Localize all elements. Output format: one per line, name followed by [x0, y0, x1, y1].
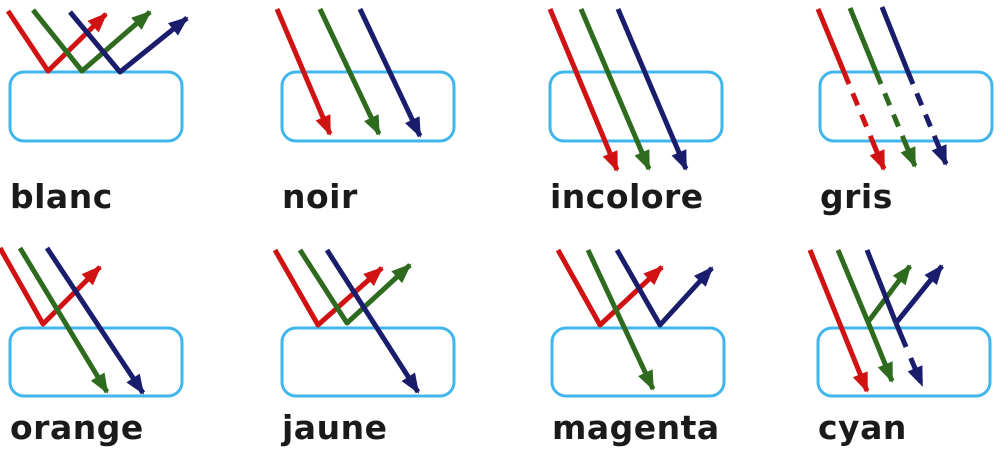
light-rays-diagram-noir	[274, 7, 456, 143]
panel-incolore: incolore	[500, 0, 750, 231]
ray-red-partially-transmitted	[815, 8, 887, 171]
ray-blue-reflected	[68, 10, 189, 75]
ray-segment	[17, 246, 110, 394]
ray-segment	[585, 248, 656, 391]
ray-segment	[869, 139, 887, 171]
ray-segment	[841, 71, 875, 141]
ray-blue-absorbed	[324, 248, 421, 394]
panel-label: noir	[282, 177, 358, 216]
object-box	[280, 326, 456, 398]
ray-segment	[0, 246, 102, 327]
ray-red-absorbed	[274, 8, 333, 136]
panel-label: magenta	[552, 408, 720, 447]
panel-label: gris	[820, 177, 893, 216]
ray-segment	[357, 7, 423, 138]
light-rays-diagram-blanc	[5, 8, 189, 143]
ray-segment	[272, 248, 384, 328]
panel-noir: noir	[250, 0, 500, 231]
object-box	[8, 70, 184, 143]
ray-segment	[866, 264, 912, 324]
ray-red-transmitted	[547, 8, 620, 172]
ray-blue-absorbed	[357, 7, 423, 138]
light-rays-diagram-jaune	[272, 248, 456, 398]
panel-label: jaune	[282, 408, 388, 447]
ray-segment	[555, 248, 664, 328]
ray-segment	[835, 249, 871, 323]
ray-green-absorbed	[585, 248, 656, 391]
light-rays-diagram-cyan	[807, 249, 992, 398]
ray-segment	[615, 8, 689, 171]
ray-segment	[931, 139, 949, 166]
panel-jaune: jaune	[250, 231, 500, 462]
ray-blue-partially-transmitted	[879, 6, 949, 166]
ray-segment	[900, 139, 918, 168]
ray-blue-absorbed	[44, 246, 146, 395]
panel-orange: orange	[0, 231, 250, 462]
ray-green-reflected	[297, 248, 412, 326]
ray-red-reflected	[0, 246, 102, 327]
light-rays-diagram-incolore	[547, 8, 724, 172]
light-rays-diagram-magenta	[550, 248, 726, 398]
ray-segment	[614, 248, 714, 328]
ray-segment	[68, 10, 189, 75]
ray-segment	[864, 249, 899, 324]
ray-segment	[31, 8, 152, 74]
ray-segment	[807, 249, 870, 393]
ray-green-partially-transmitted	[847, 7, 918, 168]
ray-blue-reflected	[614, 248, 714, 328]
ray-segment	[317, 7, 382, 136]
panel-blanc: blanc	[0, 0, 250, 231]
ray-green-absorbed	[317, 7, 382, 136]
ray-segment	[547, 8, 620, 172]
ray-segment	[815, 8, 847, 73]
ray-red-absorbed	[807, 249, 870, 393]
ray-green-transmitted	[578, 8, 652, 171]
ray-red-reflected	[272, 248, 384, 328]
ray-segment	[274, 8, 333, 136]
ray-segment	[297, 248, 412, 326]
ray-segment	[324, 248, 421, 394]
panel-label: orange	[10, 408, 144, 447]
ray-segment	[879, 6, 911, 73]
panel-gris: gris	[750, 0, 1000, 231]
ray-blue-partially-reflected	[864, 249, 944, 387]
ray-blue-transmitted	[615, 8, 689, 171]
panel-label: cyan	[818, 408, 907, 447]
ray-segment	[865, 321, 895, 383]
ray-segment	[893, 322, 925, 387]
ray-green-reflected	[31, 8, 152, 74]
ray-green-absorbed	[17, 246, 110, 394]
ray-green-partially-reflected	[835, 249, 912, 383]
object-box	[548, 70, 724, 143]
panel-cyan: cyan	[750, 231, 1000, 462]
light-rays-diagram-gris	[815, 6, 994, 171]
ray-segment	[578, 8, 652, 171]
panel-label: incolore	[550, 177, 704, 216]
ray-segment	[894, 264, 944, 325]
panel-magenta: magenta	[500, 231, 750, 462]
ray-segment	[905, 71, 939, 141]
light-rays-diagram-orange	[0, 246, 184, 398]
ray-segment	[44, 246, 146, 395]
object-box	[8, 326, 184, 398]
panel-label: blanc	[10, 177, 113, 216]
ray-red-reflected	[555, 248, 664, 328]
ray-segment	[873, 71, 907, 141]
ray-segment	[847, 7, 879, 73]
